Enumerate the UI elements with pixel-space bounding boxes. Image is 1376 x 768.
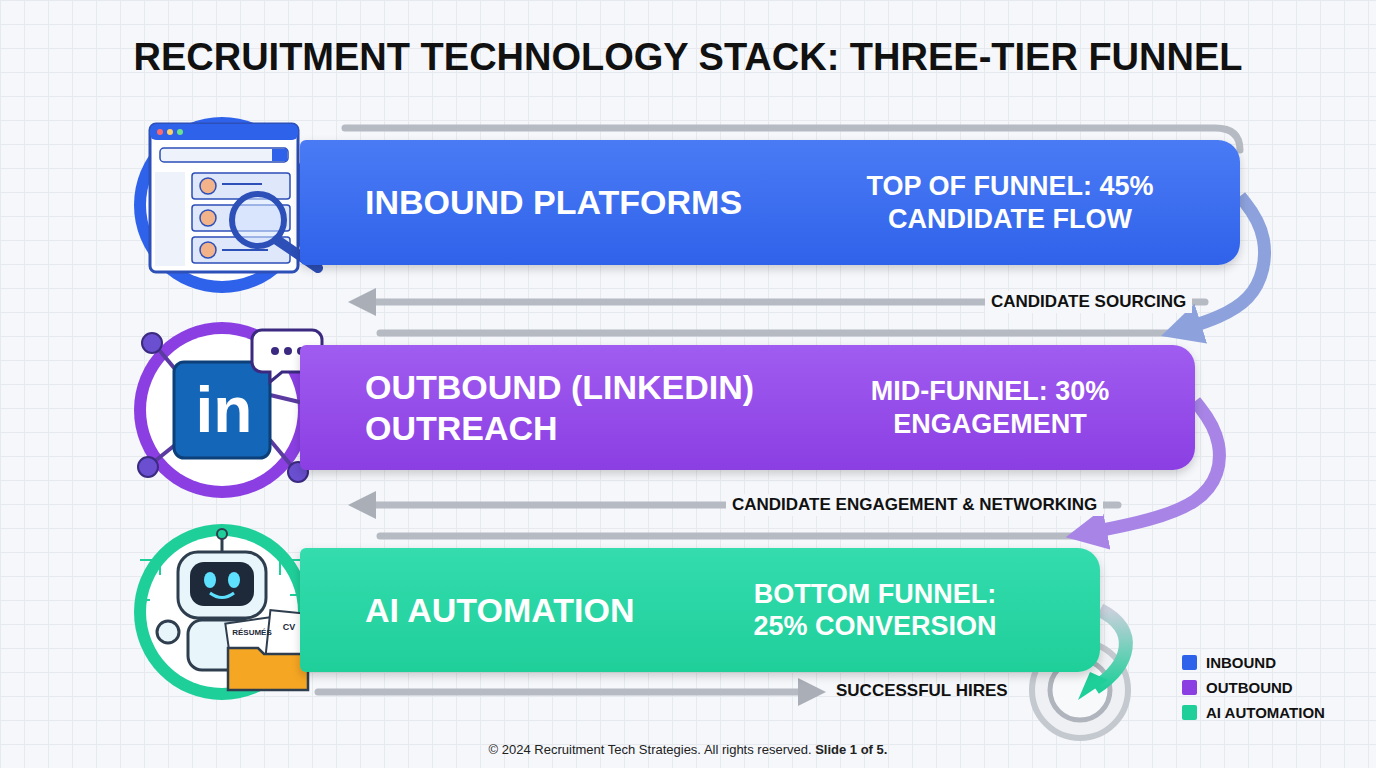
legend-row: INBOUND	[1182, 650, 1325, 675]
legend-row: AI AUTOMATION	[1182, 700, 1325, 725]
inbound-icon	[134, 117, 318, 293]
footer: © 2024 Recruitment Tech Strategies. All …	[0, 742, 1376, 757]
band-title: INBOUND PLATFORMS	[300, 168, 800, 236]
hire-arrowhead	[1078, 672, 1108, 700]
label-text: RÉSUMÉS	[228, 628, 276, 637]
legend-swatch	[1182, 705, 1197, 720]
legend-text: INBOUND	[1206, 654, 1276, 671]
edge-label: CANDIDATE SOURCING	[985, 291, 1192, 313]
edge-label: CANDIDATE ENGAGEMENT & NETWORKING	[726, 494, 1103, 516]
label-text: CV	[270, 622, 308, 632]
diagram-title: RECRUITMENT TECHNOLOGY STACK: THREE-TIER…	[0, 36, 1376, 79]
label-text: SUCCESSFUL HIRES	[836, 681, 1008, 701]
funnel-band: INBOUND PLATFORMS TOP OF FUNNEL: 45% CAND…	[300, 140, 1240, 265]
legend-swatch	[1182, 680, 1197, 695]
legend-row: OUTBOUND	[1182, 675, 1325, 700]
legend-swatch	[1182, 655, 1197, 670]
outbound-icon	[134, 322, 324, 498]
legend-text: OUTBOUND	[1206, 679, 1293, 696]
band-metric: BOTTOM FUNNEL: 25% CONVERSION	[725, 578, 1025, 643]
band-title: OUTBOUND (LINKEDIN) OUTREACH	[300, 353, 800, 461]
funnel-band: AI AUTOMATIONBOTTOM FUNNEL: 25% CONVERSI…	[300, 548, 1100, 672]
band-metric: MID-FUNNEL: 30% ENGAGEMENT	[845, 375, 1135, 440]
funnel-band: OUTBOUND (LINKEDIN) OUTREACH MID-FUNNEL: …	[300, 345, 1195, 470]
legend: INBOUND OUTBOUND AI AUTOMATION	[1182, 650, 1325, 725]
band-metric: TOP OF FUNNEL: 45% CANDIDATE FLOW	[820, 170, 1200, 235]
label-text: Slide 1 of 5.	[815, 742, 887, 757]
label-text: in	[178, 368, 270, 452]
ai-icon	[134, 524, 310, 700]
band-title: AI AUTOMATION	[300, 576, 720, 644]
legend-text: AI AUTOMATION	[1206, 704, 1325, 721]
label-text: © 2024 Recruitment Tech Strategies. All …	[489, 742, 812, 757]
